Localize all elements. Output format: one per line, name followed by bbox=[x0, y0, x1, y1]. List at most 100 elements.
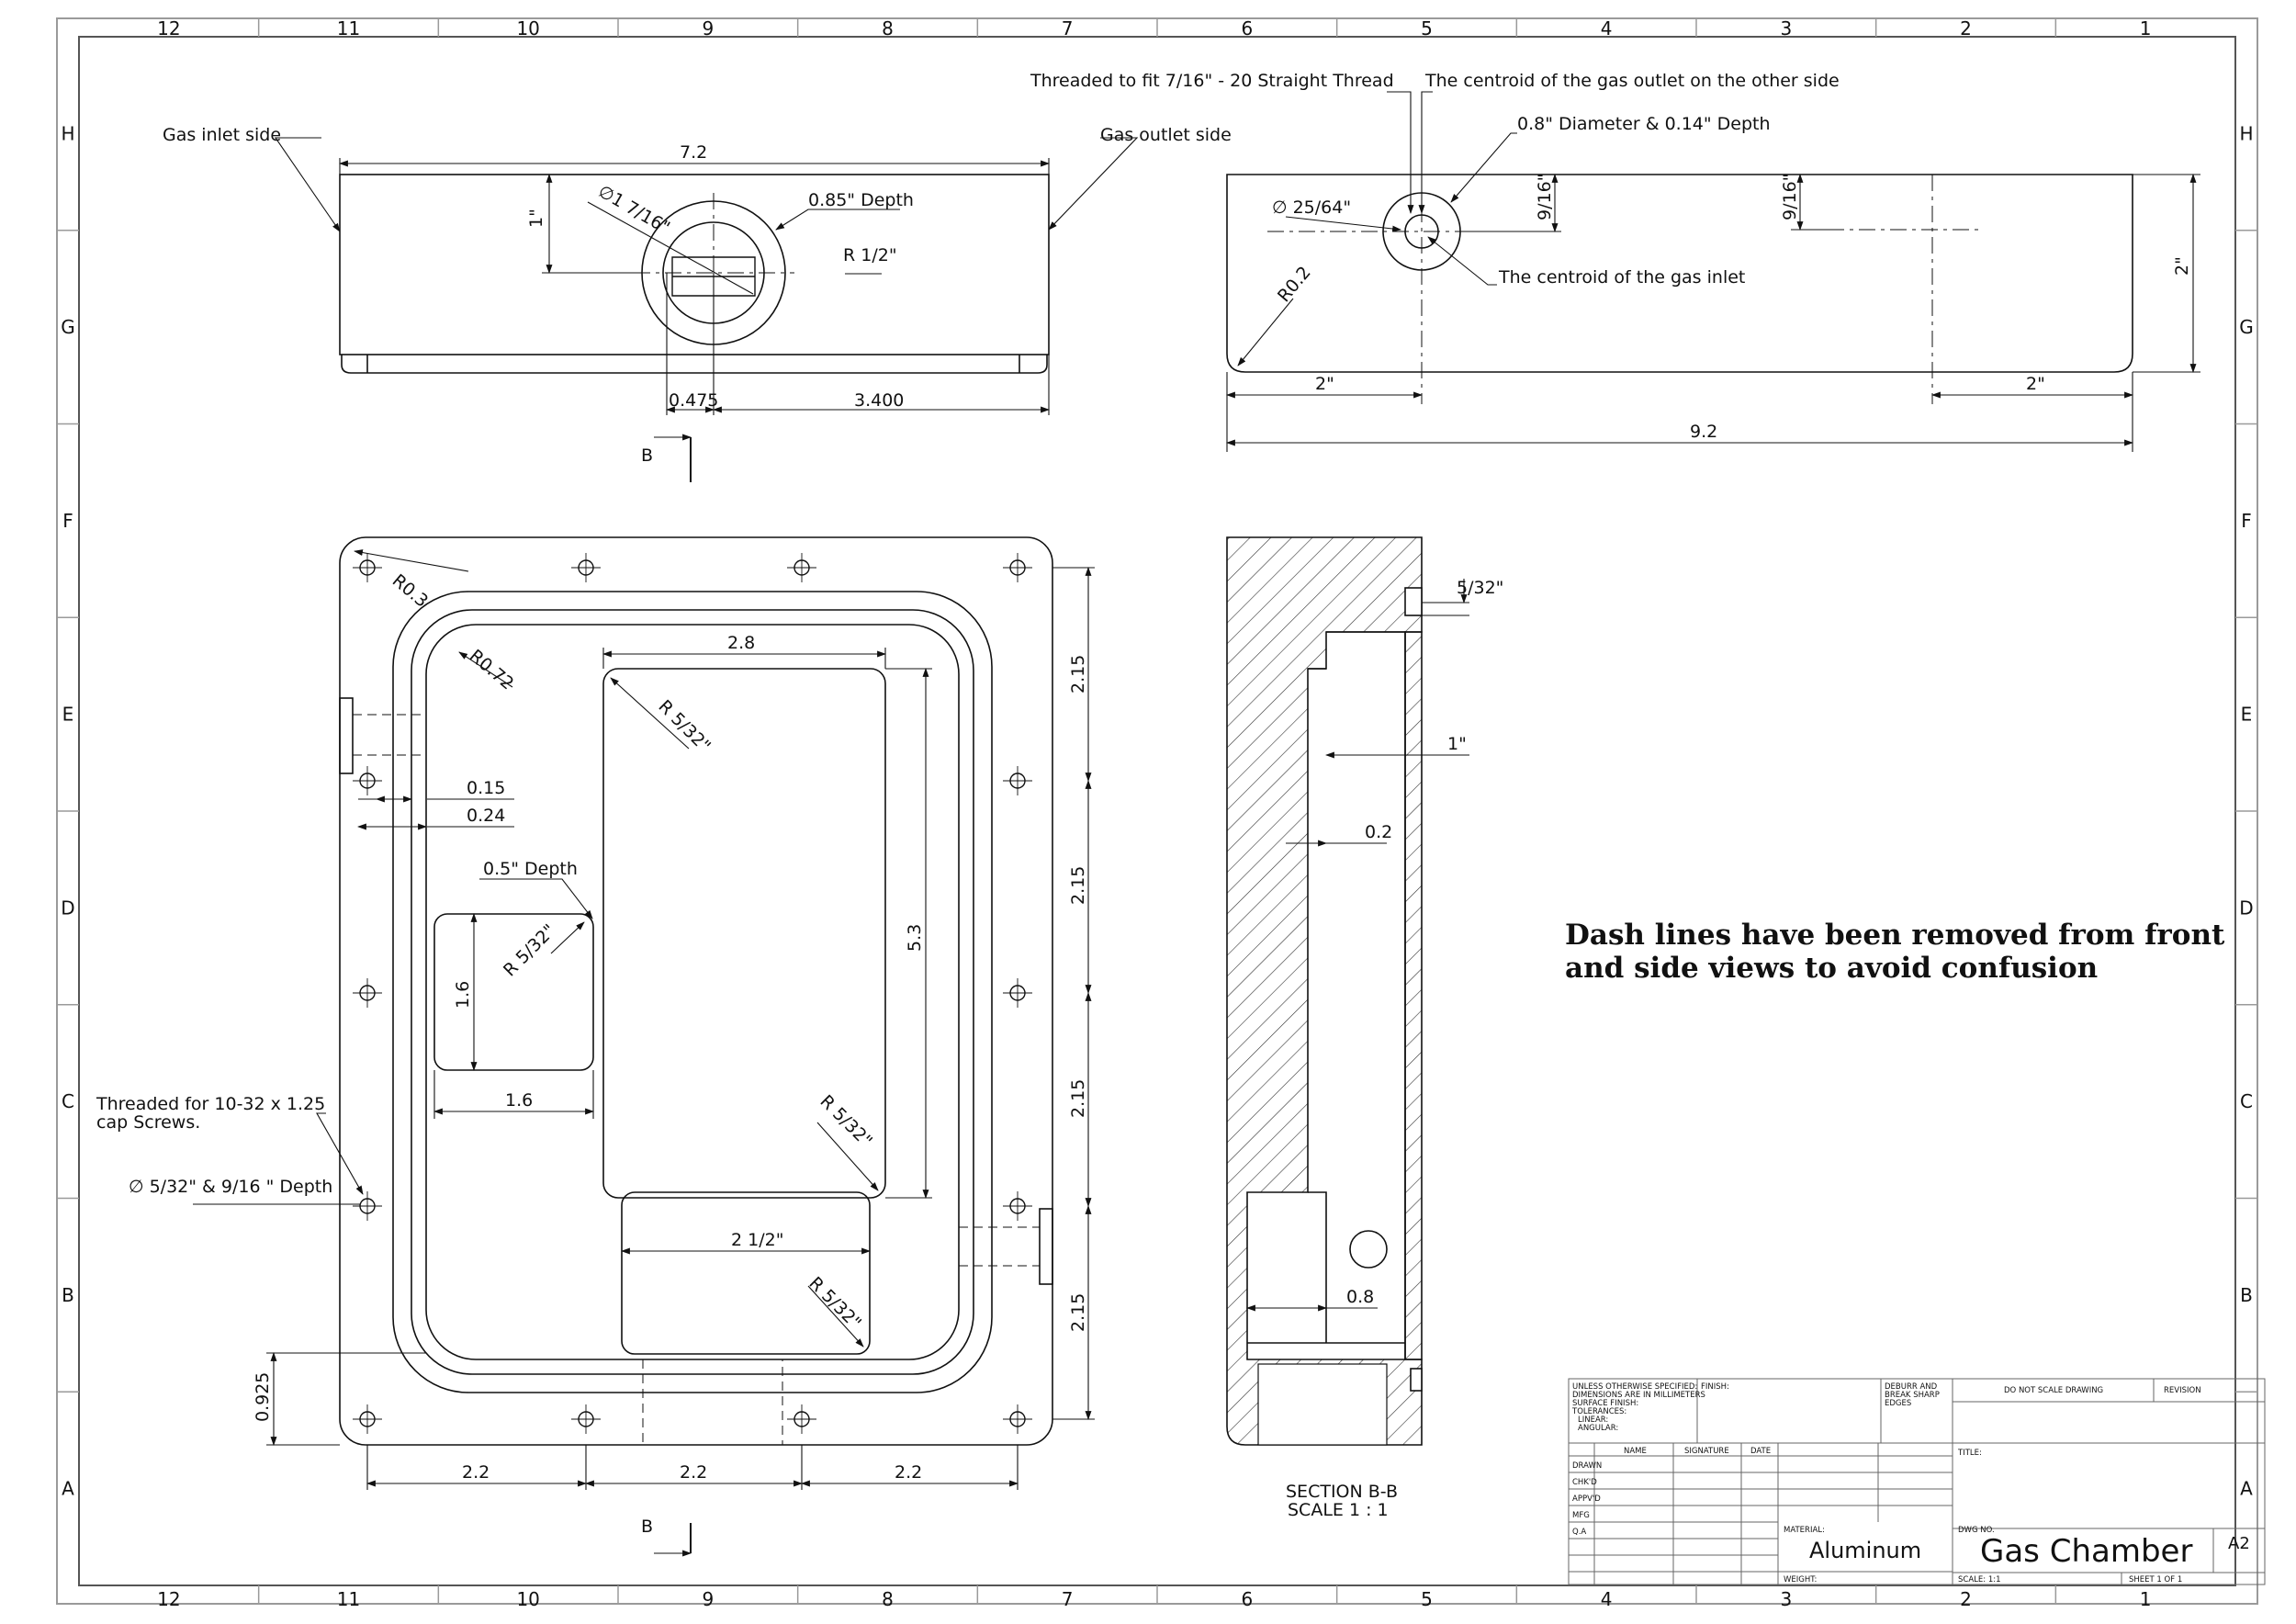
screw-hole bbox=[571, 1404, 601, 1434]
date-header: DATE bbox=[1750, 1447, 1771, 1456]
scale-label: SCALE: 1:1 bbox=[1958, 1575, 2001, 1585]
zone-column-label: 3 bbox=[1780, 1588, 1792, 1610]
deburr-note-1: BREAK SHARP bbox=[1885, 1391, 1940, 1400]
sheet-border bbox=[56, 17, 2258, 1605]
zone-row-label: F bbox=[62, 510, 73, 532]
screw-hole bbox=[353, 766, 382, 795]
zone-column-label: 7 bbox=[1062, 17, 1074, 39]
sheet-label: SHEET 1 OF 1 bbox=[2129, 1575, 2182, 1585]
outlet-centroid-note: The centroid of the gas outlet on the ot… bbox=[1424, 71, 1840, 91]
role-mfg: MFG bbox=[1572, 1511, 1590, 1520]
zone-column-label: 5 bbox=[1421, 1588, 1433, 1610]
screw-hole-dim: ∅ 5/32" & 9/16 " Depth bbox=[129, 1177, 332, 1197]
top-width-dim: 7.2 bbox=[680, 142, 707, 163]
top-view-dimensions bbox=[274, 137, 1139, 482]
side-view-dimensions bbox=[1226, 91, 2200, 452]
side-view-outline bbox=[1226, 174, 2133, 373]
zone-column-label: 10 bbox=[516, 1588, 539, 1610]
unless-note-4: LINEAR: bbox=[1578, 1415, 1608, 1425]
zone-row-label: H bbox=[61, 122, 74, 144]
unless-note-2: SURFACE FINISH: bbox=[1572, 1399, 1638, 1408]
zone-column-label: 4 bbox=[1601, 1588, 1613, 1610]
zone-row-label: F bbox=[2241, 510, 2252, 532]
zone-row-label: A bbox=[62, 1478, 74, 1500]
small-pocket-width: 1.6 bbox=[505, 1090, 533, 1111]
inlet-port-stub bbox=[339, 697, 354, 774]
counterbore-note: 0.8" Diameter & 0.14" Depth bbox=[1517, 114, 1771, 134]
side-view-labels: Threaded to fit 7/16" - 20 Straight Thre… bbox=[1030, 71, 2192, 442]
front-view-labels: R0.3 R0.72 2.8 R 5/32" 0.15 0.24 0.5" De… bbox=[96, 570, 1088, 1537]
dwg-no-label: DWG NO. bbox=[1958, 1526, 1995, 1535]
sheet-size: A2 bbox=[2228, 1534, 2250, 1553]
top-view-outline bbox=[339, 174, 1050, 355]
side-right-offset-dim: 2" bbox=[2026, 374, 2045, 394]
do-not-scale-label: DO NOT SCALE DRAWING bbox=[2004, 1386, 2103, 1395]
zone-column-label: 7 bbox=[1062, 1588, 1074, 1610]
side-corner-radius: R0.2 bbox=[1274, 263, 1315, 306]
zone-column-label: 1 bbox=[2140, 17, 2152, 39]
screw-hole bbox=[1003, 978, 1032, 1008]
screw-hole bbox=[353, 1191, 382, 1221]
top-view bbox=[339, 174, 1050, 374]
zone-row-label: D bbox=[61, 897, 74, 919]
offset-b-dim: 3.400 bbox=[854, 390, 904, 411]
section-title: SECTION B-B bbox=[1286, 1482, 1398, 1502]
section-view-dimensions bbox=[1246, 579, 1469, 1312]
signature-header: SIGNATURE bbox=[1684, 1447, 1729, 1456]
bore-diameter-dim: ∅1 7/16" bbox=[595, 181, 674, 238]
gas-outlet-side-label: Gas outlet side bbox=[1100, 125, 1232, 145]
zone-row-label: D bbox=[2239, 897, 2253, 919]
deburr-note-2: EDGES bbox=[1885, 1399, 1911, 1408]
bottom-offset-dim: 0.925 bbox=[253, 1372, 273, 1422]
channel-width-dim: 2 1/2" bbox=[731, 1230, 783, 1250]
section-top-offset: 5/32" bbox=[1457, 578, 1503, 598]
title-block-text: UNLESS OTHERWISE SPECIFIED: DIMENSIONS A… bbox=[1571, 1382, 2201, 1585]
hole-pitch-v-3: 2.15 bbox=[1068, 1079, 1088, 1118]
role-qa: Q.A bbox=[1572, 1528, 1586, 1537]
title-label: TITLE: bbox=[1957, 1449, 1982, 1458]
section-outlet-hole bbox=[1349, 1230, 1388, 1269]
outlet-port-stub bbox=[1039, 1208, 1053, 1285]
role-drawn: DRAWN bbox=[1572, 1461, 1602, 1471]
screw-hole bbox=[353, 978, 382, 1008]
deburr-note-0: DEBURR AND bbox=[1885, 1382, 1938, 1392]
bore-radius-dim: R 1/2" bbox=[843, 245, 897, 265]
zone-column-label: 6 bbox=[1241, 17, 1253, 39]
title-block bbox=[1568, 1378, 2266, 1585]
zone-row-label: C bbox=[62, 1090, 74, 1112]
front-view-plate bbox=[339, 536, 1053, 1446]
zone-row-label: E bbox=[62, 704, 74, 726]
wall-b-dim: 0.24 bbox=[467, 806, 505, 826]
pocket-width-dim: 2.8 bbox=[727, 633, 755, 653]
dwg-no-value: Gas Chamber bbox=[1980, 1533, 2192, 1570]
screw-hole bbox=[1003, 766, 1032, 795]
section-scale: SCALE 1 : 1 bbox=[1288, 1500, 1389, 1520]
zone-column-label: 9 bbox=[702, 17, 714, 39]
hole-pitch-v-4: 2.15 bbox=[1068, 1293, 1088, 1332]
hole-pitch-h-1: 2.2 bbox=[462, 1462, 490, 1483]
wall-a-dim: 0.15 bbox=[467, 778, 505, 798]
section-cut-label-bottom: B bbox=[641, 1517, 653, 1537]
offset-9-16-a: 9/16" bbox=[1535, 174, 1555, 220]
zone-column-label: 9 bbox=[702, 1588, 714, 1610]
front-view bbox=[339, 536, 1053, 1446]
channel-pocket bbox=[621, 1191, 871, 1355]
gasket-groove-outer bbox=[392, 591, 993, 1393]
section-depth-1: 1" bbox=[1447, 734, 1467, 754]
screw-hole bbox=[1003, 1191, 1032, 1221]
section-view bbox=[1226, 536, 1423, 1446]
note-line-1: Dash lines have been removed from front bbox=[1565, 919, 2225, 952]
zone-row-label: G bbox=[61, 316, 75, 338]
offset-9-16-b: 9/16" bbox=[1780, 174, 1800, 220]
zone-column-label: 3 bbox=[1780, 17, 1792, 39]
small-pocket-radius: R 5/32" bbox=[500, 920, 560, 981]
weight-label: WEIGHT: bbox=[1784, 1575, 1817, 1585]
hole-pitch-h-3: 2.2 bbox=[895, 1462, 922, 1483]
side-left-offset-dim: 2" bbox=[1315, 374, 1334, 394]
hole-pitch-v-1: 2.15 bbox=[1068, 655, 1088, 694]
screw-note-line2: cap Screws. bbox=[96, 1112, 200, 1133]
top-height-dim: 1" bbox=[526, 209, 546, 228]
side-view bbox=[1226, 174, 2133, 404]
small-pocket-depth: 0.5" Depth bbox=[483, 859, 578, 879]
